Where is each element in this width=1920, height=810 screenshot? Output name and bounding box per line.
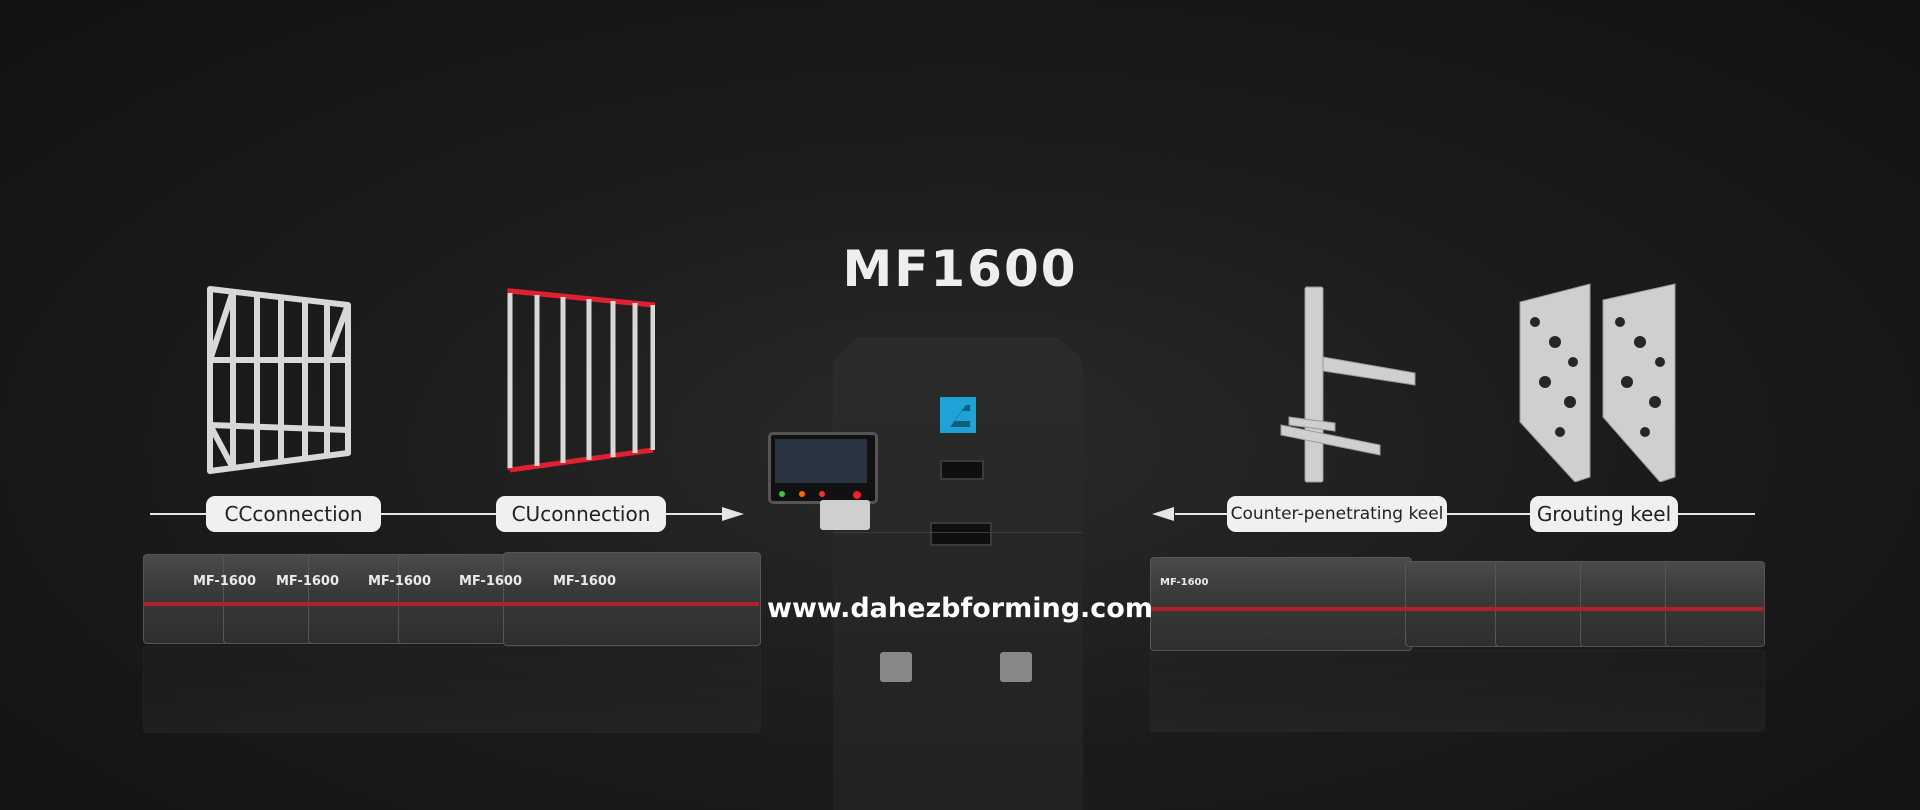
left-flow-line bbox=[150, 513, 740, 515]
label-counter-penetrating-keel: Counter-penetrating keel bbox=[1227, 496, 1447, 532]
right-arrow-icon bbox=[722, 507, 744, 521]
machine-unit bbox=[1405, 561, 1507, 647]
control-touchscreen bbox=[768, 432, 878, 504]
machine-red-stripe bbox=[143, 602, 759, 606]
label-grouting-keel: Grouting keel bbox=[1530, 496, 1678, 532]
machine-label: MF-1600 bbox=[276, 574, 339, 589]
machine-label: MF-1600 bbox=[193, 574, 256, 589]
machine-label: MF-1600 bbox=[368, 574, 431, 589]
right-machine-reflection bbox=[1150, 650, 1765, 732]
machine-label: MF-1600 bbox=[1160, 577, 1209, 588]
right-machine-group: MF-1600 bbox=[1150, 557, 1765, 652]
machine-unit bbox=[1665, 561, 1765, 647]
machine-unit-front bbox=[503, 552, 761, 646]
machine-red-stripe bbox=[1150, 607, 1763, 611]
cabinet-foot bbox=[1000, 652, 1032, 682]
machine-label: MF-1600 bbox=[459, 574, 522, 589]
left-machine-group: MF-1600 MF-1600 MF-1600 MF-1600 MF-1600 bbox=[143, 552, 763, 647]
left-machine-reflection bbox=[143, 646, 763, 733]
cabinet-foot bbox=[880, 652, 912, 682]
website-url: www.dahezbforming.com bbox=[767, 593, 1153, 624]
machine-unit-front bbox=[1150, 557, 1412, 651]
cabinet-outlet bbox=[930, 522, 992, 546]
cabinet-slot bbox=[940, 460, 984, 480]
grouting-keel-illustration bbox=[1519, 283, 1676, 482]
screen-mount-arm bbox=[820, 500, 870, 530]
left-arrow-icon bbox=[1152, 507, 1174, 521]
counter-penetrating-keel-illustration bbox=[1280, 286, 1416, 483]
machine-unit bbox=[1580, 561, 1677, 647]
right-flow-line bbox=[1175, 513, 1755, 515]
machine-label: MF-1600 bbox=[553, 574, 616, 589]
label-cc-connection: CCconnection bbox=[206, 496, 381, 532]
cabinet-divider bbox=[833, 532, 1083, 533]
cu-frame-illustration bbox=[507, 288, 655, 473]
product-title: MF1600 bbox=[842, 240, 1078, 298]
label-cu-connection: CUconnection bbox=[496, 496, 666, 532]
cc-frame-illustration bbox=[207, 286, 351, 474]
brand-logo-icon bbox=[940, 397, 976, 433]
